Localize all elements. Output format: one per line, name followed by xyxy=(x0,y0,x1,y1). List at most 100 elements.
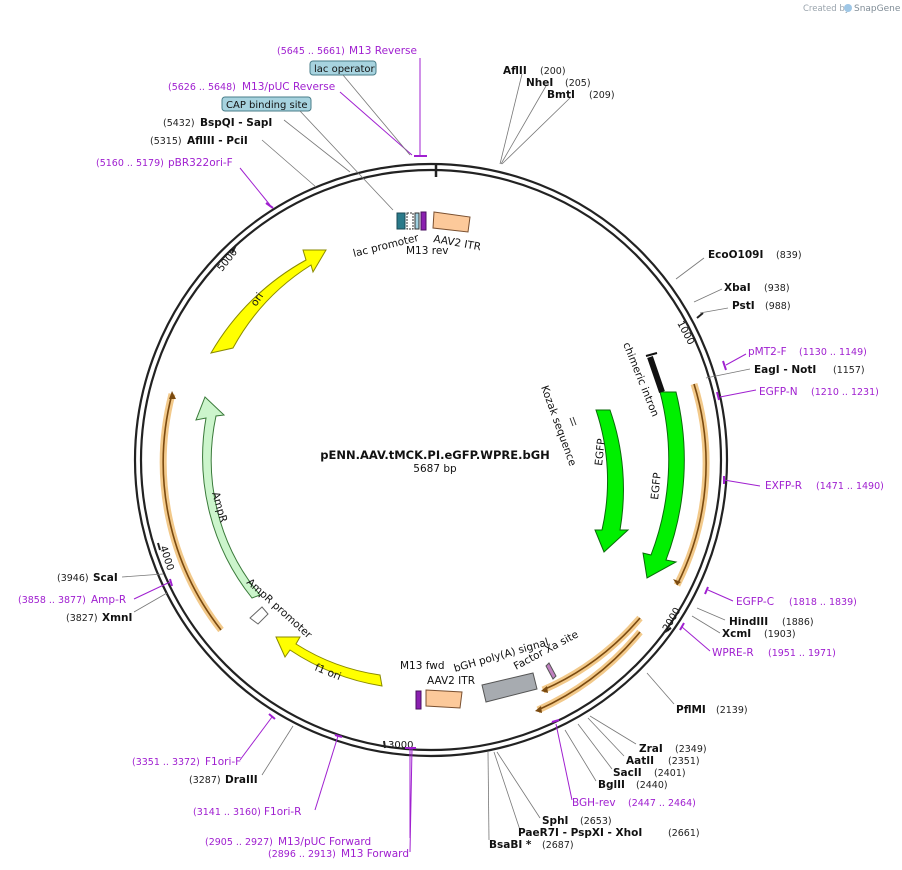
site-ecoo109i-pos: (839) xyxy=(776,250,802,261)
primer-leader-lines xyxy=(133,58,761,853)
site-afliii-pos: (5315) xyxy=(150,136,182,147)
site-hindiii: HindIII xyxy=(729,616,768,628)
site-scai: ScaI xyxy=(93,572,118,584)
site-xbai-pos: (938) xyxy=(764,283,790,294)
site-zrai-pos: (2349) xyxy=(675,744,707,755)
site-sacii: SacII xyxy=(613,767,642,779)
label-egfp-outer: EGFP xyxy=(649,472,664,500)
plasmid-name: pENN.AAV.tMCK.PI.eGFP.WPRE.bGH xyxy=(320,448,550,462)
primer-m13puc-reverse: M13/pUC Reverse xyxy=(242,81,335,93)
boxed-feature-labels: lac operator CAP binding site xyxy=(221,60,411,211)
site-sphi: SphI xyxy=(542,815,568,827)
primer-m13-reverse-range: (5645 .. 5661) xyxy=(277,46,345,57)
site-ecoo109i: EcoO109I xyxy=(708,249,763,261)
primer-pmt2-range: (1130 .. 1149) xyxy=(799,347,867,358)
label-ampr-promoter: AmpR promoter xyxy=(244,576,315,641)
site-aatii-pos: (2351) xyxy=(668,756,700,767)
site-nhei-pos: (205) xyxy=(565,78,591,89)
site-xcmi: XcmI xyxy=(722,628,751,640)
site-aflii-pos: (200) xyxy=(540,66,566,77)
label-m13-fwd: M13 fwd xyxy=(400,660,445,672)
m13-rev-block xyxy=(420,211,427,231)
primer-m13puc-reverse-range: (5626 .. 5648) xyxy=(168,82,236,93)
site-afliii-pcii: AflIII - PciI xyxy=(187,135,248,147)
site-pflmi-pos: (2139) xyxy=(716,705,748,716)
primer-pbr322ori-range: (5160 .. 5179) xyxy=(96,158,164,169)
site-aatii: AatII xyxy=(626,755,654,767)
factor-xa-block xyxy=(545,662,557,680)
tick-marks xyxy=(157,244,704,749)
primer-labels: (5645 .. 5661) M13 Reverse (5626 .. 5648… xyxy=(18,45,884,860)
wpre-arc-features xyxy=(159,382,710,714)
site-xcmi-pos: (1903) xyxy=(764,629,796,640)
primer-pbr322ori: pBR322ori-F xyxy=(168,157,233,169)
primer-f1ori-r-range: (3141 .. 3160) xyxy=(193,807,261,818)
primer-egfp-c: EGFP-C xyxy=(736,596,774,608)
restriction-site-labels: AflII (200) NheI (205) BmtI (209) EcoO10… xyxy=(57,65,865,851)
egfp-arrow-inner xyxy=(594,409,630,553)
primer-m13puc-forward: M13/pUC Forward xyxy=(278,836,371,848)
primer-m13-reverse: M13 Reverse xyxy=(349,45,417,57)
site-bspqi-sapi: BspQI - SapI xyxy=(200,117,272,129)
f1-ori-arrow xyxy=(275,636,383,687)
site-zrai: ZraI xyxy=(639,743,663,755)
site-eagi-noti-pos: (1157) xyxy=(833,365,865,376)
primer-exfp-r-range: (1471 .. 1490) xyxy=(816,481,884,492)
primer-wpre-r: WPRE-R xyxy=(712,647,754,659)
egfp-arrow-outer xyxy=(642,391,685,579)
site-draiii-pos: (3287) xyxy=(189,775,221,786)
lac-operator-label: lac operator xyxy=(314,64,375,75)
lac-promoter-block xyxy=(396,212,406,230)
primer-pmt2: pMT2-F xyxy=(748,346,787,358)
site-leader-lines xyxy=(121,73,751,841)
tick-label-4000: 4000 xyxy=(157,545,175,573)
cap-binding-site-label: CAP binding site xyxy=(226,100,308,111)
label-m13-rev: M13 rev xyxy=(406,245,449,257)
ampr-arrow xyxy=(195,396,261,599)
primer-egfp-c-range: (1818 .. 1839) xyxy=(789,597,857,608)
site-paer7i-pspxi-xhoi: PaeR7I - PspXI - XhoI xyxy=(518,827,642,839)
site-pflmi: PflMI xyxy=(676,704,706,716)
site-bglii-pos: (2440) xyxy=(636,780,668,791)
site-sacii-pos: (2401) xyxy=(654,768,686,779)
primer-f1ori-f: F1ori-F xyxy=(205,756,241,768)
primer-m13-forward-range: (2896 .. 2913) xyxy=(268,849,336,860)
site-psti-pos: (988) xyxy=(765,301,791,312)
site-sphi-pos: (2653) xyxy=(580,816,612,827)
chimeric-intron-bar xyxy=(647,356,665,393)
primer-bgh-rev: BGH-rev xyxy=(572,797,616,809)
site-scai-pos: (3946) xyxy=(57,573,89,584)
plasmid-length: 5687 bp xyxy=(413,463,457,475)
site-xbai: XbaI xyxy=(724,282,751,294)
label-egfp-inner: EGFP xyxy=(593,438,608,466)
site-bsabi-pos: (2687) xyxy=(542,840,574,851)
site-eagi-noti: EagI - NotI xyxy=(754,364,816,376)
site-hindiii-pos: (1886) xyxy=(782,617,814,628)
site-bspqi-pos: (5432) xyxy=(163,118,195,129)
primer-wpre-r-range: (1951 .. 1971) xyxy=(768,648,836,659)
primer-m13-forward: M13 Forward xyxy=(341,848,409,860)
primer-exfp-r: EXFP-R xyxy=(765,480,802,492)
m13-fwd-block xyxy=(415,690,422,710)
primer-amp-r: Amp-R xyxy=(91,594,126,606)
primer-marks xyxy=(169,155,727,749)
tick-label-3000: 3000 xyxy=(388,740,413,751)
created-by-text: Created by xyxy=(803,4,850,14)
primer-bgh-rev-range: (2447 .. 2464) xyxy=(628,798,696,809)
snapgene-logo-icon xyxy=(844,4,852,12)
feature-arrows xyxy=(195,211,685,710)
site-bmti-pos: (209) xyxy=(589,90,615,101)
backbone-outer-ring xyxy=(133,162,729,758)
site-xmni: XmnI xyxy=(102,612,132,624)
primer-amp-r-range: (3858 .. 3877) xyxy=(18,595,86,606)
primer-egfp-n: EGFP-N xyxy=(759,386,798,398)
ampr-promoter-arrow xyxy=(249,606,269,625)
ori-arrow xyxy=(209,249,327,354)
site-psti: PstI xyxy=(732,300,755,312)
site-bsabi: BsaBI * xyxy=(489,839,532,851)
label-aav2-itr-bottom: AAV2 ITR xyxy=(427,675,475,687)
site-bmti: BmtI xyxy=(547,89,575,101)
primer-f1ori-r: F1ori-R xyxy=(264,806,301,818)
